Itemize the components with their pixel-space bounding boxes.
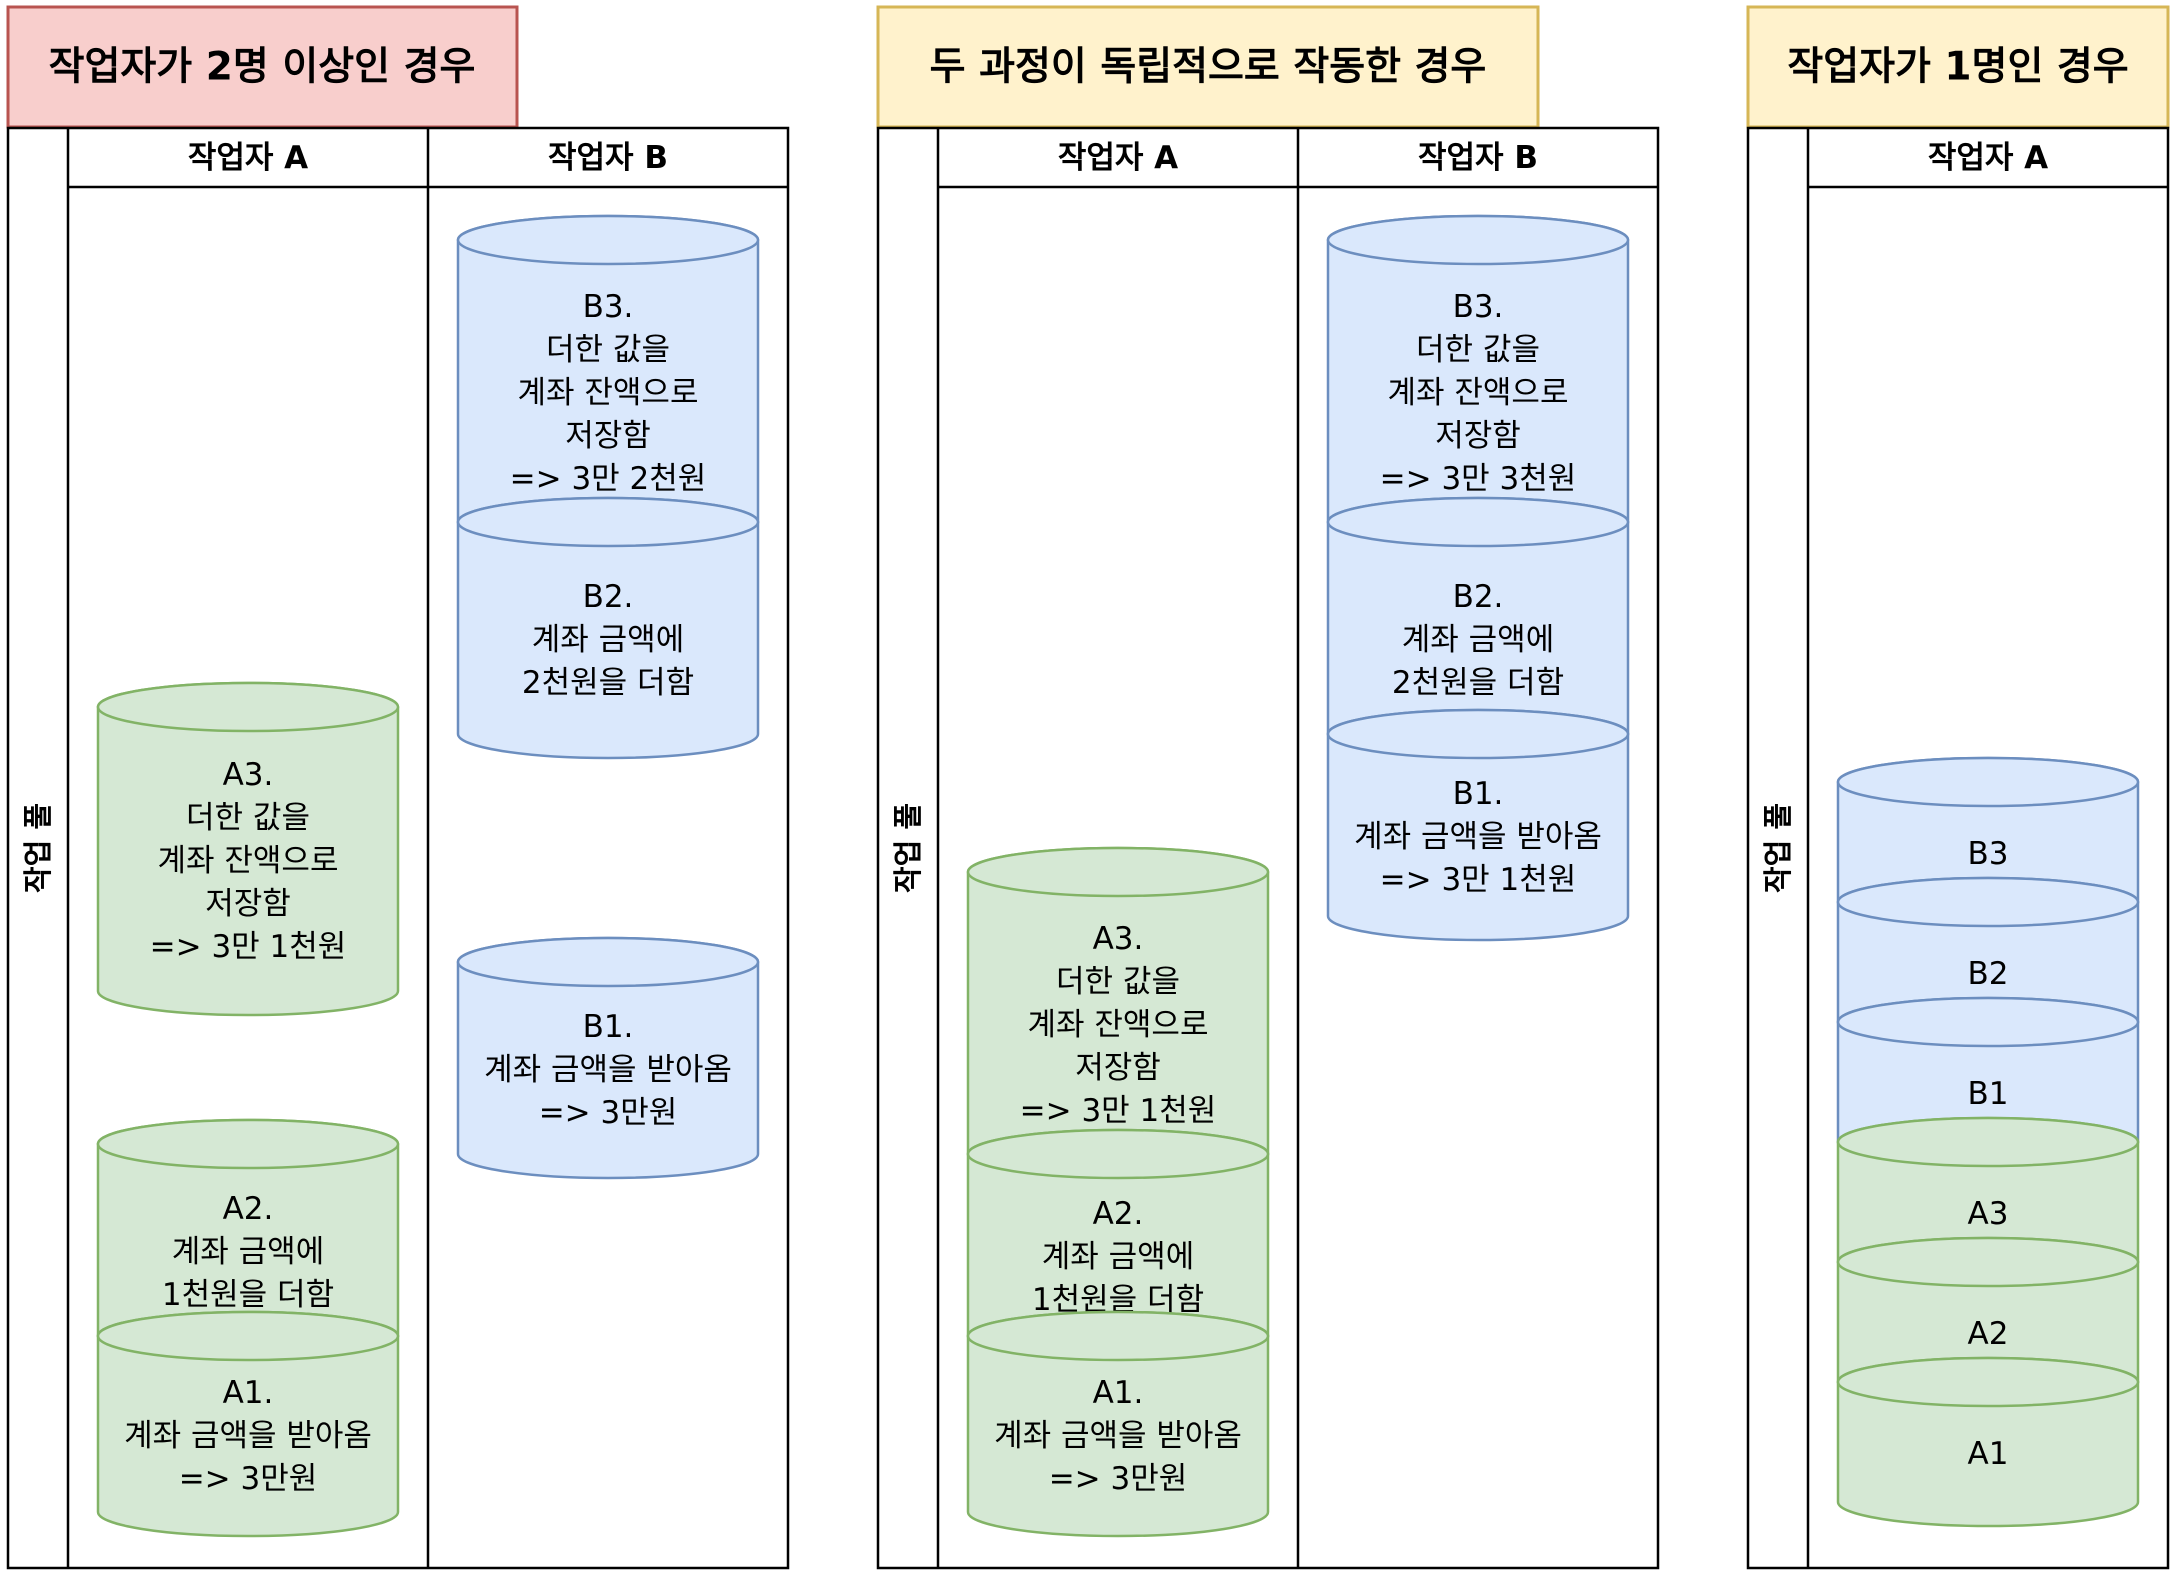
cylinder-label-line: 저장함 [1075, 1050, 1161, 1086]
cylinder-b1: B1. 계좌 금액을 받아옴 => 3만 1천원 [1326, 708, 1630, 942]
cylinder-label-line: A1. [1093, 1375, 1144, 1411]
cylinder-label-line: A2 [1968, 1316, 2009, 1352]
panel-title: 두 과정이 독립적으로 작동한 경우 [930, 45, 1487, 90]
cylinder-label-line: => 3만원 [539, 1095, 678, 1131]
cylinder-label-line: 계좌 금액에 [1042, 1239, 1194, 1275]
cylinder-top [456, 214, 760, 266]
cylinder-label-line: B2. [583, 579, 634, 615]
cylinder-label-line: 계좌 금액에 [532, 622, 684, 658]
pool-frame [1746, 126, 2170, 1570]
cylinder-top [96, 1310, 400, 1362]
lane-header-a: 작업자 A [1928, 140, 2048, 176]
panel-title-box [6, 5, 519, 129]
pool-label: 작업 풀 [21, 803, 55, 893]
cylinder-a1: A1. 계좌 금액을 받아옴 => 3만원 [96, 1310, 400, 1538]
cylinder-top [456, 496, 760, 548]
cylinder-label-line: 계좌 금액을 받아옴 [124, 1418, 372, 1454]
cylinder-label-line: 더한 값을 [186, 800, 310, 836]
cylinder-label-line: B3 [1968, 836, 2009, 872]
cylinder-top [96, 681, 400, 733]
cylinder-label-line: 더한 값을 [1416, 332, 1540, 368]
cylinder-label-line: => 3만 2천원 [510, 461, 707, 497]
cylinder-top [966, 1310, 1270, 1362]
cylinder-label-line: A2. [1093, 1196, 1144, 1232]
cylinder-label-line: B2. [1453, 579, 1504, 615]
pool-label: 작업 풀 [1761, 803, 1795, 893]
cylinder-top [966, 1128, 1270, 1180]
pool-frame [6, 126, 790, 1570]
cylinder-label-line: 계좌 금액에 [1402, 622, 1554, 658]
cylinder-label-line: 계좌 금액을 받아옴 [994, 1418, 1242, 1454]
lane-header-a: 작업자 A [1058, 140, 1178, 176]
cylinder-label-line: A1 [1968, 1436, 2009, 1472]
cylinder-top [1326, 214, 1630, 266]
panel-title: 작업자가 1명인 경우 [1787, 45, 2128, 90]
cylinder-b2: B2. 계좌 금액에 2천원을 더함 [1326, 496, 1630, 760]
cylinder-top [1326, 496, 1630, 548]
cylinder-a1: A1 [1836, 1356, 2140, 1528]
cylinder-label-line: B3. [1453, 289, 1504, 325]
cylinder-label-line: => 3만 1천원 [150, 929, 347, 965]
cylinder-label-line: 2천원을 더함 [522, 665, 694, 701]
cylinder-top [1836, 876, 2140, 928]
panel-multi-worker: 작업자가 2명 이상인 경우 작업 풀 작업자 A 작업자 B A3. 더한 값을… [6, 5, 790, 1570]
cylinder-label-line: B3. [583, 289, 634, 325]
cylinder-top [1836, 1236, 2140, 1288]
cylinder-label-line: 계좌 잔액으로 [1388, 375, 1569, 411]
cylinder-label-line: => 3만 1천원 [1020, 1093, 1217, 1129]
cylinder-label-line: 2천원을 더함 [1392, 665, 1564, 701]
cylinder-label-line: B1. [1453, 776, 1504, 812]
cylinder-top [966, 846, 1270, 898]
cylinder-a1: A1. 계좌 금액을 받아옴 => 3만원 [966, 1310, 1270, 1538]
cylinder-b1: B1. 계좌 금액을 받아옴 => 3만원 [456, 936, 760, 1180]
cylinder-label-line: 계좌 잔액으로 [158, 843, 339, 879]
pool-label: 작업 풀 [891, 803, 925, 893]
cylinder-label-line: B2 [1968, 956, 2009, 992]
cylinder-top [1326, 708, 1630, 760]
cylinder-label-line: 더한 값을 [1056, 964, 1180, 1000]
cylinder-label-line: A3. [223, 757, 274, 793]
panel-single-worker: 작업자가 1명인 경우 작업 풀 작업자 A B3 B2 B1 A3 A2 A1 [1746, 5, 2170, 1570]
cylinder-label-line: 저장함 [565, 418, 651, 454]
cylinder-top [96, 1118, 400, 1170]
cylinder-label-line: 계좌 금액을 받아옴 [1354, 819, 1602, 855]
cylinder-label-line: 계좌 금액에 [172, 1234, 324, 1270]
cylinder-label-line: A3 [1968, 1196, 2009, 1232]
panel-title: 작업자가 2명 이상인 경우 [49, 45, 476, 90]
cylinder-label-line: 계좌 금액을 받아옴 [484, 1052, 732, 1088]
cylinder-label-line: => 3만원 [1049, 1461, 1188, 1497]
cylinder-label-line: B1. [583, 1009, 634, 1045]
cylinder-label-line: 더한 값을 [546, 332, 670, 368]
lane-header-b: 작업자 B [1418, 140, 1538, 176]
cylinder-label-line: => 3만원 [179, 1461, 318, 1497]
cylinder-label-line: B1 [1968, 1076, 2009, 1112]
panel-independent: 두 과정이 독립적으로 작동한 경우 작업 풀 작업자 A 작업자 B B3. 더… [876, 5, 1660, 1570]
cylinder-top [1836, 996, 2140, 1048]
pool-frame [876, 126, 1660, 1570]
cylinder-label-line: => 3만 1천원 [1380, 862, 1577, 898]
panel-title-box [1746, 5, 2170, 129]
cylinder-label-line: => 3만 3천원 [1380, 461, 1577, 497]
lane-header-a: 작업자 A [188, 140, 308, 176]
cylinder-label-line: 1천원을 더함 [162, 1277, 334, 1313]
cylinder-top [1836, 756, 2140, 808]
cylinder-label-line: 저장함 [205, 886, 291, 922]
cylinder-label-line: A1. [223, 1375, 274, 1411]
cylinder-top [1836, 1116, 2140, 1168]
cylinder-label-line: 계좌 잔액으로 [1028, 1007, 1209, 1043]
cylinder-label-line: 계좌 잔액으로 [518, 375, 699, 411]
lane-header-b: 작업자 B [548, 140, 668, 176]
cylinder-label-line: A3. [1093, 921, 1144, 957]
cylinder-label-line: 저장함 [1435, 418, 1521, 454]
cylinder-top [456, 936, 760, 988]
cylinder-label-line: A2. [223, 1191, 274, 1227]
cylinder-top [1836, 1356, 2140, 1408]
cylinder-b2: B2. 계좌 금액에 2천원을 더함 [456, 496, 760, 760]
